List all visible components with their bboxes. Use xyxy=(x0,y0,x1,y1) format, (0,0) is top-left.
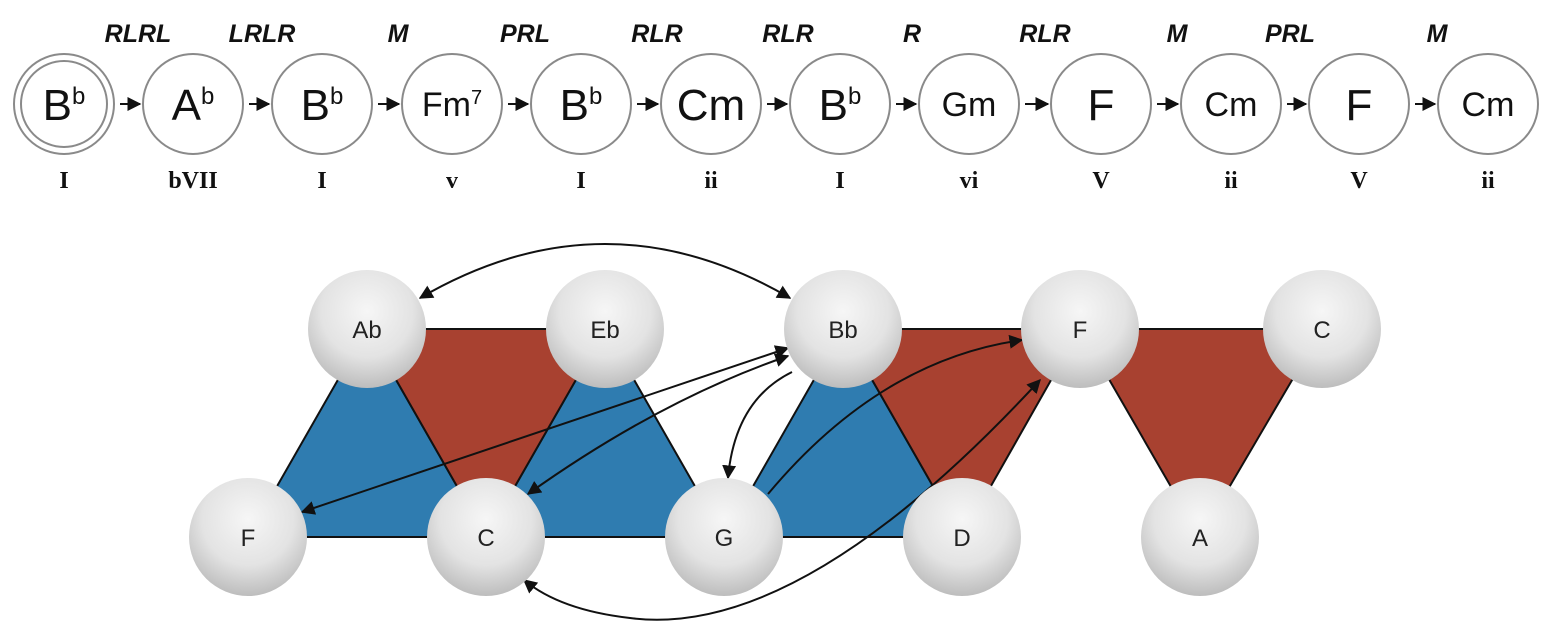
transformation-label: PRL xyxy=(500,20,550,48)
chord-circle xyxy=(401,53,503,155)
note-node xyxy=(1021,270,1139,388)
note-node xyxy=(308,270,426,388)
transformation-labels: RLRL LRLR M PRL RLR RLR R RLR M PRL M xyxy=(105,20,1449,48)
chord-label: Bb xyxy=(819,81,862,130)
note-label: F xyxy=(1073,317,1088,344)
note-node xyxy=(427,478,545,596)
chord-label: Cm xyxy=(1462,86,1515,124)
roman-numeral: ii xyxy=(1481,168,1495,194)
roman-numeral: I xyxy=(835,168,844,194)
note-node xyxy=(1141,478,1259,596)
note-label: D xyxy=(953,525,970,552)
note-label: Bb xyxy=(828,317,857,344)
chord-label: Cm xyxy=(1205,86,1258,124)
transformation-label: M xyxy=(388,20,410,48)
note-node xyxy=(546,270,664,388)
transformation-label: R xyxy=(903,20,921,48)
chord-progression: RLRL LRLR M PRL RLR RLR R RLR M PRL M Bb Ab Bb Fm7 Bb C… xyxy=(13,20,1539,194)
chord-circle xyxy=(1437,53,1539,155)
chord-label: Fm7 xyxy=(422,86,482,124)
chord-circle xyxy=(530,53,632,155)
transformation-label: LRLR xyxy=(229,20,296,48)
chord-circle xyxy=(1180,53,1282,155)
note-label: F xyxy=(241,525,256,552)
roman-numeral: vi xyxy=(960,168,979,194)
roman-numeral: V xyxy=(1350,168,1368,194)
roman-numeral: ii xyxy=(1224,168,1238,194)
chord-label: F xyxy=(1346,81,1373,130)
chord-inner-ring xyxy=(20,60,108,148)
arc-f-c xyxy=(522,378,1041,621)
roman-numeral: V xyxy=(1092,168,1110,194)
roman-numeral: I xyxy=(576,168,585,194)
note-label: A xyxy=(1192,525,1208,552)
roman-numeral: v xyxy=(446,168,458,194)
transformation-label: RLRL xyxy=(105,20,172,48)
chord-label: Cm xyxy=(677,81,745,130)
note-label: C xyxy=(477,525,494,552)
chord-circle xyxy=(1050,53,1152,155)
note-node xyxy=(189,478,307,596)
note-node xyxy=(784,270,902,388)
chord-circle xyxy=(918,53,1020,155)
transformation-label: RLR xyxy=(1019,20,1070,48)
roman-numeral: I xyxy=(59,168,68,194)
chord-circle xyxy=(660,53,762,155)
chord-circle xyxy=(789,53,891,155)
chord-label: F xyxy=(1088,81,1115,130)
roman-numeral: ii xyxy=(704,168,718,194)
transformation-label: RLR xyxy=(762,20,813,48)
chord-label: Gm xyxy=(942,86,997,124)
chord-label: Ab xyxy=(172,81,215,130)
chord-circle xyxy=(271,53,373,155)
chord-circle xyxy=(1308,53,1410,155)
chord-nodes: Bb Ab Bb Fm7 Bb Cm Bb Gm F Cm F Cm xyxy=(13,53,1539,155)
note-node xyxy=(1263,270,1381,388)
transformation-label: RLR xyxy=(631,20,682,48)
chord-label: Bb xyxy=(560,81,603,130)
note-label: C xyxy=(1313,317,1330,344)
note-label: Eb xyxy=(590,317,619,344)
transformation-label: M xyxy=(1427,20,1449,48)
note-label: Ab xyxy=(352,317,381,344)
arc-ab-bb xyxy=(418,243,792,299)
chord-circle xyxy=(142,53,244,155)
note-label: G xyxy=(715,525,734,552)
transformation-label: M xyxy=(1167,20,1189,48)
chord-label: Bb xyxy=(43,81,86,130)
transformation-label: PRL xyxy=(1265,20,1315,48)
roman-numeral: bVII xyxy=(168,168,217,194)
note-node xyxy=(903,478,1021,596)
roman-numeral: I xyxy=(317,168,326,194)
triangle-f-c-a xyxy=(1078,328,1324,539)
chord-label: Bb xyxy=(301,81,344,130)
note-node xyxy=(665,478,783,596)
